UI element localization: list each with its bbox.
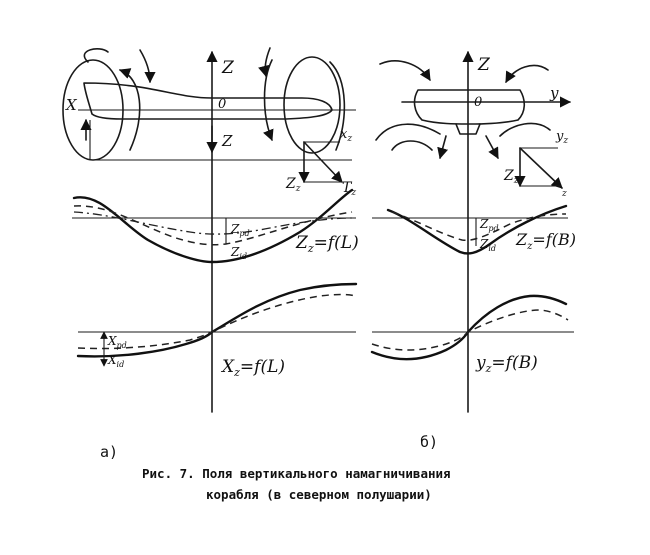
panel-a-field-arc-right xyxy=(263,59,274,142)
panel-a-z-curve-solid xyxy=(72,188,354,264)
panel-b-z-axis-label: Z xyxy=(477,55,491,75)
panel-b-field-right-bot xyxy=(499,122,551,137)
panel-b-field-center-2 xyxy=(485,135,499,159)
panel-b-formula-y: yz=f(B) xyxy=(475,353,538,375)
panel-b-z-id: Zid xyxy=(479,237,496,253)
panel-b-keel xyxy=(455,123,481,135)
panel-a-ship-hull xyxy=(83,82,333,120)
panel-b-vector-t xyxy=(519,147,563,189)
panel-a-field-loop-right xyxy=(283,56,341,154)
panel-a-formula-x: Xz=f(L) xyxy=(220,357,285,379)
panel-b-field-right-top xyxy=(505,64,549,83)
panel-b-y-label: y xyxy=(549,84,559,102)
panel-a-comp-t: Tz xyxy=(342,180,356,198)
panel-a-vector-t xyxy=(303,141,343,183)
panel-a-field-arrow-2 xyxy=(258,47,271,78)
panel-b-y-curve-dashed xyxy=(371,309,569,351)
panel-a-tag: а) xyxy=(100,443,118,461)
panel-b-formula-z: Zz=f(B) xyxy=(515,230,576,252)
panel-b-ship-section xyxy=(413,89,526,125)
panel-a-field-arrow-1 xyxy=(139,49,156,84)
panel-b-field-left-bot xyxy=(375,123,441,141)
panel-b-yz-tick: yz xyxy=(555,129,568,146)
panel-a-x-label: X xyxy=(65,96,78,114)
panel-b-field-center-1 xyxy=(437,135,449,160)
panel-b: Z y 0 yz Zz z Zpd Zid Zz=f(B) xyxy=(370,50,576,451)
panel-a-z-curve-dashdot xyxy=(73,211,353,235)
panel-a-comp-z: Zz xyxy=(285,176,301,194)
panel-b-comp-t: z xyxy=(561,189,567,199)
panel-a-z-curve-dashed xyxy=(73,205,353,246)
panel-b-z-curve-solid xyxy=(386,204,568,255)
panel-a-field-arc-right-2 xyxy=(329,61,346,151)
panel-a-x-pd: Xpd xyxy=(107,334,127,350)
panel-b-origin: 0 xyxy=(474,95,482,110)
panel-a-z-pd: Zpd xyxy=(230,222,250,238)
panel-a-x-curve-dashed xyxy=(77,293,357,350)
panel-a-field-arc-left-2 xyxy=(83,48,109,63)
panel-b-z-pd: Zpd xyxy=(479,217,499,233)
panel-a-z-lower-label: Z xyxy=(221,132,233,150)
panel-a: Z 0 X Z xz Zz Tz xyxy=(62,47,359,461)
panel-a-field-arc-left xyxy=(118,68,141,151)
panel-b-tag: б) xyxy=(420,433,438,451)
panel-b-field-left-top xyxy=(379,60,431,81)
caption-line-1: Рис. 7. Поля вертикального намагничивани… xyxy=(142,466,451,481)
caption-line-2: корабля (в северном полушарии) xyxy=(206,487,432,502)
panel-a-formula-z: Zz=f(L) xyxy=(295,233,359,255)
panel-a-origin: 0 xyxy=(218,97,226,112)
panel-b-field-left-bot2 xyxy=(391,140,433,151)
panel-a-xz-tick: xz xyxy=(340,127,352,144)
panel-b-z-curve-dashed xyxy=(391,211,567,242)
panel-a-z-id: Zid xyxy=(230,245,247,261)
panel-b-comp-z: Zz xyxy=(503,168,519,186)
panel-a-x-id: Xid xyxy=(107,353,124,369)
panel-a-z-axis-label: Z xyxy=(221,58,235,78)
